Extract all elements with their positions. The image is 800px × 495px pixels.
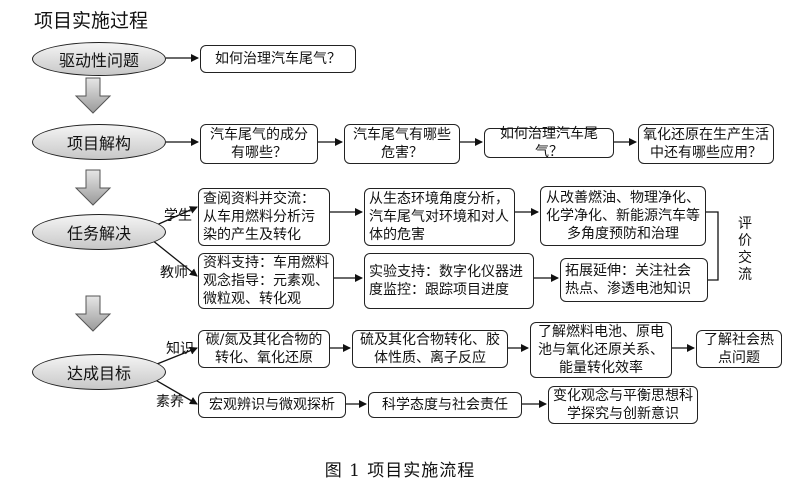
stage-arrow-3 [74,295,112,332]
knowledge-box-3: 了解燃料电池、原电池与氧化还原关系、能量转化效率 [530,322,672,378]
label-teacher: 教师 [160,265,188,281]
knowledge-box-1: 碳/氮及其化合物的转化、氧化还原 [198,330,330,368]
label-knowledge: 知识 [166,341,194,357]
stage-goals: 达成目标 [32,354,166,390]
label-evaluation: 评价交流 [738,216,752,283]
stage-decompose: 项目解构 [32,124,166,160]
teacher-box-1: 资料支持：车用燃料观念指导：元素观、微粒观、转化观 [198,253,334,309]
teacher-box-3: 拓展延伸：关注社会热点、渗透电池知识 [560,258,708,302]
student-box-2: 从生态环境角度分析，汽车尾气对环境和对人体的危害 [364,188,515,246]
label-literacy: 素养 [156,394,184,410]
knowledge-box-2: 硫及其化合物转化、胶体性质、离子反应 [352,330,508,368]
driving-question-box: 如何治理汽车尾气？ [200,45,356,73]
literacy-box-1: 宏观辨识与微观探析 [198,392,346,418]
figure-caption: 图 1 项目实施流程 [324,461,476,481]
knowledge-box-4: 了解社会热点问题 [696,330,782,368]
decompose-box-1: 汽车尾气的成分有哪些？ [200,124,318,164]
stage-driving-question: 驱动性问题 [32,42,166,76]
label-student: 学生 [164,208,192,224]
teacher-box-2: 实验支持：数字化仪器进度监控：跟踪项目进度 [364,253,534,309]
decompose-box-3: 如何治理汽车尾气？ [484,126,614,160]
decompose-box-2: 汽车尾气有哪些危害？ [344,124,460,164]
stage-arrow-2 [74,169,112,206]
stage-arrow-1 [74,77,112,114]
student-box-3: 从改善燃油、物理净化、化学净化、新能源汽车等多角度预防和治理 [540,186,706,246]
literacy-box-3: 变化观念与平衡思想科学探究与创新意识 [548,386,698,424]
decompose-box-4: 氧化还原在生产生活中还有哪些应用？ [638,124,774,164]
literacy-box-2: 科学态度与社会责任 [368,392,522,418]
student-box-1: 查阅资料并交流：从车用燃料分析污染的产生及转化 [198,188,330,246]
diagram-title: 项目实施过程 [34,10,149,32]
stage-tasks: 任务解决 [32,214,166,250]
